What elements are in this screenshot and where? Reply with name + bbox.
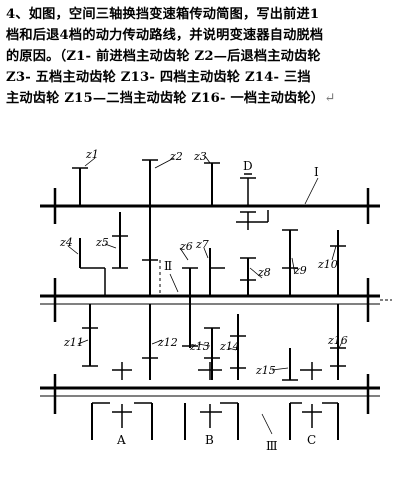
question-line-5: 主动齿轮 Z15—二挡主动齿轮 Z16- 一档主动齿轮）↵	[6, 88, 414, 109]
label-z8: z8	[257, 266, 271, 279]
label-z10: z10	[317, 258, 338, 271]
label-z15: z15	[255, 364, 276, 377]
gear-z8	[240, 257, 256, 296]
question-line-4: Z3- 五档主动齿轮 Z13- 四档主动齿轮 Z14- 三挡	[6, 70, 311, 85]
label-clutch-C: C	[307, 433, 316, 447]
gear-z15	[282, 348, 298, 381]
sync-sleeve-C-top	[300, 362, 322, 380]
sync-sleeve-A-top	[112, 362, 132, 380]
label-shaft-I: I	[314, 165, 319, 179]
gear-z7	[209, 248, 225, 296]
clutch-A	[91, 402, 153, 440]
clutch-B	[184, 402, 239, 440]
label-clutch-A: A	[116, 433, 126, 447]
label-shaft-III: Ⅲ	[266, 439, 278, 453]
shaft-III	[40, 374, 380, 414]
label-z6: z6	[179, 240, 193, 253]
question-line-5-text: 主动齿轮 Z15—二挡主动齿轮 Z16- 一档主动齿轮）	[6, 91, 325, 106]
question-line-2: 档和后退4档的动力传动路线，并说明变速器自动脱档	[6, 28, 324, 43]
label-z14: z14	[219, 340, 240, 353]
label-z7: z7	[195, 238, 209, 251]
gearbox-diagram: z1 z2 z3 z4 z5 z6 z7 z8 z9 z10 z11 z12 z…	[40, 148, 392, 453]
label-clutch-D: D	[243, 159, 253, 173]
gear-z5	[104, 212, 128, 296]
question-text: 4、如图，空间三轴换挡变速箱传动简图，写出前进1 档和后退4档的动力传动路线，并…	[6, 4, 414, 109]
gear-z4	[79, 238, 105, 269]
gear-z3	[204, 162, 220, 206]
label-z3: z3	[193, 150, 207, 163]
label-z12: z12	[157, 336, 178, 349]
gear-z16	[330, 304, 346, 380]
label-z4: z4	[59, 236, 73, 249]
gear-z1	[72, 167, 88, 207]
question-line-3: 的原因。（Z1- 前进档主动齿轮 Z2—后退档主动齿轮	[6, 49, 321, 64]
return-mark: ↵	[324, 91, 336, 106]
clutch-C	[289, 402, 339, 440]
label-clutch-B: B	[205, 433, 214, 447]
label-z11: z11	[63, 336, 84, 349]
shaft-II	[40, 278, 392, 322]
gear-z12	[142, 304, 158, 380]
label-z16: z16	[327, 334, 348, 347]
clutch-D	[236, 173, 269, 230]
question-line-1: 4、如图，空间三轴换挡变速箱传动简图，写出前进1	[6, 7, 320, 22]
label-z1: z1	[85, 148, 99, 161]
label-z5: z5	[95, 236, 109, 249]
gear-z13	[204, 327, 220, 380]
leader-lines	[67, 155, 343, 435]
gear-z10	[330, 230, 346, 296]
label-shaft-II: Ⅱ	[164, 259, 172, 273]
gear-z6	[182, 267, 198, 348]
gear-z11	[82, 304, 98, 367]
sync-sleeve-B-top	[198, 362, 222, 380]
label-z2: z2	[169, 150, 183, 163]
gear-z9	[282, 229, 298, 296]
shaft-I	[40, 188, 380, 224]
gear-z2	[142, 159, 158, 296]
label-z13: z13	[189, 340, 210, 353]
label-z9: z9	[293, 264, 307, 277]
gear-z14	[230, 314, 246, 380]
